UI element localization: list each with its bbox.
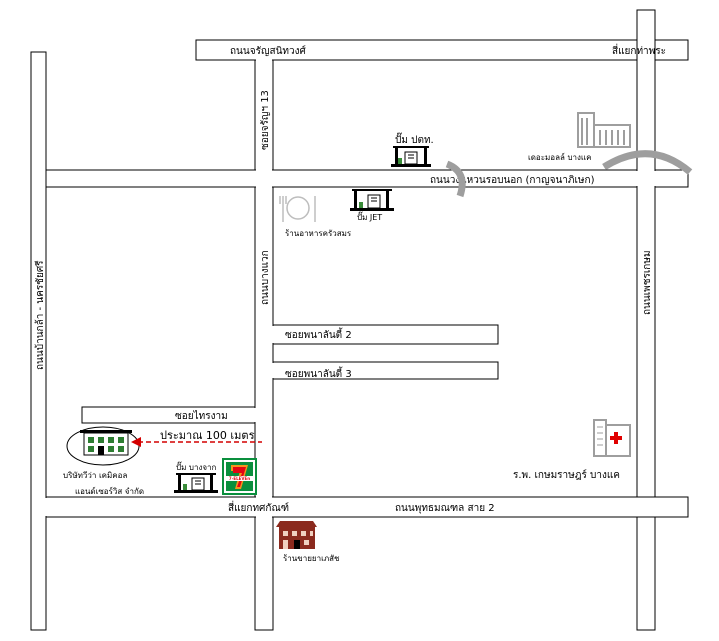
road-top bbox=[195, 39, 689, 61]
road-bottom bbox=[45, 496, 689, 518]
label-distance: ประมาณ 100 เมตร bbox=[160, 429, 255, 442]
label-soi13: ซอยจรัญฯ 13 bbox=[260, 90, 271, 150]
label-jet: ปั๊ม JET bbox=[357, 211, 382, 222]
label-soi-sai-ngam: ซอยไทรงาม bbox=[175, 410, 228, 422]
hospital-icon bbox=[593, 419, 631, 457]
label-pharmacy: ร้านขายยาเภสัช bbox=[283, 554, 340, 563]
label-hospital: ร.พ. เกษมราษฎร์ บางแค bbox=[513, 469, 620, 481]
label-soi-phanalan-3: ซอยพนาลันตี้ 3 bbox=[285, 366, 352, 380]
label-road-bottom: ถนนพุทธมณฑล สาย 2 bbox=[395, 503, 495, 514]
road-right-vertical bbox=[636, 9, 656, 631]
label-ptt: ปั๊ม ปตท. bbox=[395, 132, 434, 146]
seven-eleven-icon: 7-ELEVEn bbox=[222, 458, 257, 495]
pharmacy-icon bbox=[276, 521, 317, 549]
label-top-junction: สี่แยกท่าพระ bbox=[612, 43, 666, 57]
flyover-arc-left bbox=[445, 160, 466, 198]
company-building-icon bbox=[66, 426, 140, 466]
jet-station-icon bbox=[350, 189, 394, 211]
gas-station-icon bbox=[391, 146, 431, 167]
label-bottom-junction: สี่แยกทศกัณฑ์ bbox=[228, 500, 289, 514]
road-soi-sai-ngam bbox=[81, 406, 256, 424]
seven-eleven-text: 7-ELEVEn bbox=[229, 476, 250, 481]
label-bangchak: ปั๊ม บางจาก bbox=[176, 461, 217, 472]
label-bang-khae-road: ถนนบางแวก bbox=[260, 250, 271, 305]
label-company-line1: บริษัทวีว่า เคมิคอล bbox=[63, 471, 127, 480]
road-left-vertical bbox=[30, 51, 47, 631]
label-company-line2: แอนด์เซอร์วิส จำกัด bbox=[75, 486, 144, 496]
label-right-road: ถนนเพชรเกษม bbox=[642, 250, 653, 315]
arrow-icon bbox=[131, 437, 262, 447]
label-road-top: ถนนจรัญสนิทวงศ์ bbox=[230, 45, 307, 57]
label-left-road: ถนนบ้านกล้า - นครชัยศรี bbox=[34, 260, 46, 370]
intersection-fills bbox=[32, 41, 657, 518]
label-restaurant: ร้านอาหารครัวสมร bbox=[285, 229, 352, 238]
label-mall: เดอะมอลล์ บางแค bbox=[528, 152, 591, 162]
label-soi-phanalan-2: ซอยพนาลันตี้ 2 bbox=[285, 327, 352, 341]
label-ring-road: ถนนวงแหวนรอบนอก (กาญจนาภิเษก) bbox=[430, 175, 595, 186]
restaurant-icon bbox=[279, 196, 316, 222]
mall-icon bbox=[577, 112, 631, 148]
bangchak-station-icon bbox=[174, 473, 218, 493]
flyover-arc-right bbox=[602, 150, 693, 175]
